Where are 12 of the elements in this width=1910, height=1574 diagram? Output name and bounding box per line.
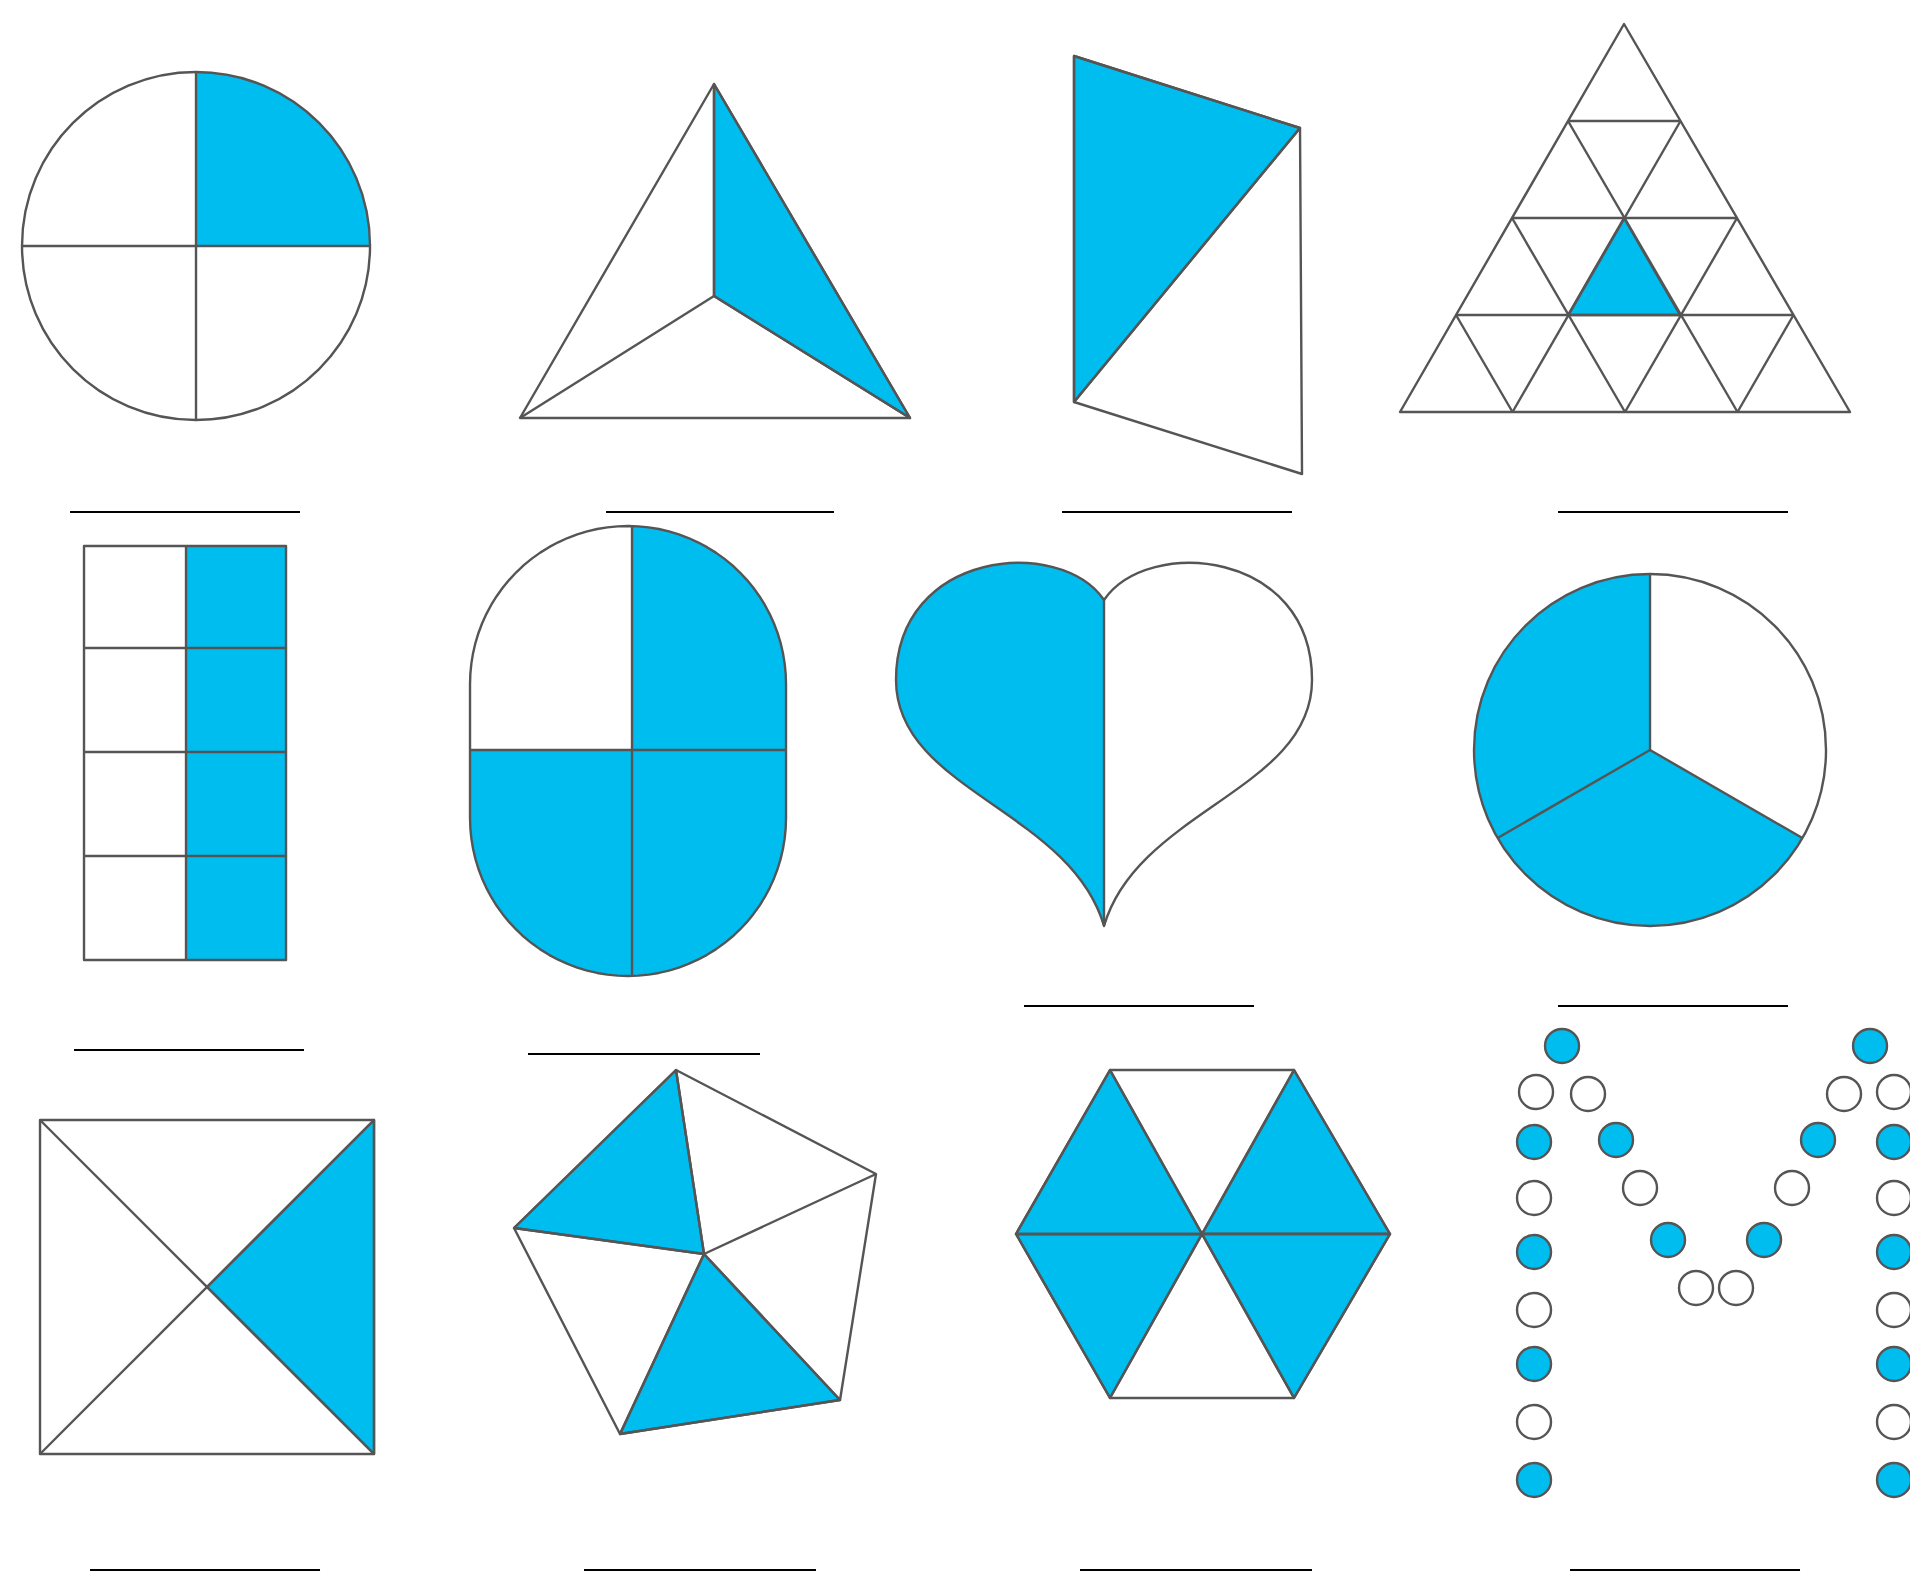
rectangle-drawing — [82, 544, 288, 962]
square-drawing — [38, 1118, 376, 1456]
pentagon-drawing — [512, 1068, 878, 1436]
dot-pattern-drawing — [1515, 1027, 1910, 1499]
triangle-drawing — [518, 82, 912, 420]
hexagon-drawing — [1014, 1068, 1392, 1400]
quadrilateral-drawing — [1072, 54, 1304, 476]
circle-drawing — [20, 70, 372, 422]
triangle-drawing — [1398, 22, 1852, 414]
heart-drawing — [894, 562, 1314, 928]
circle-drawing — [1472, 572, 1828, 928]
rounded-shape-drawing — [468, 524, 788, 978]
